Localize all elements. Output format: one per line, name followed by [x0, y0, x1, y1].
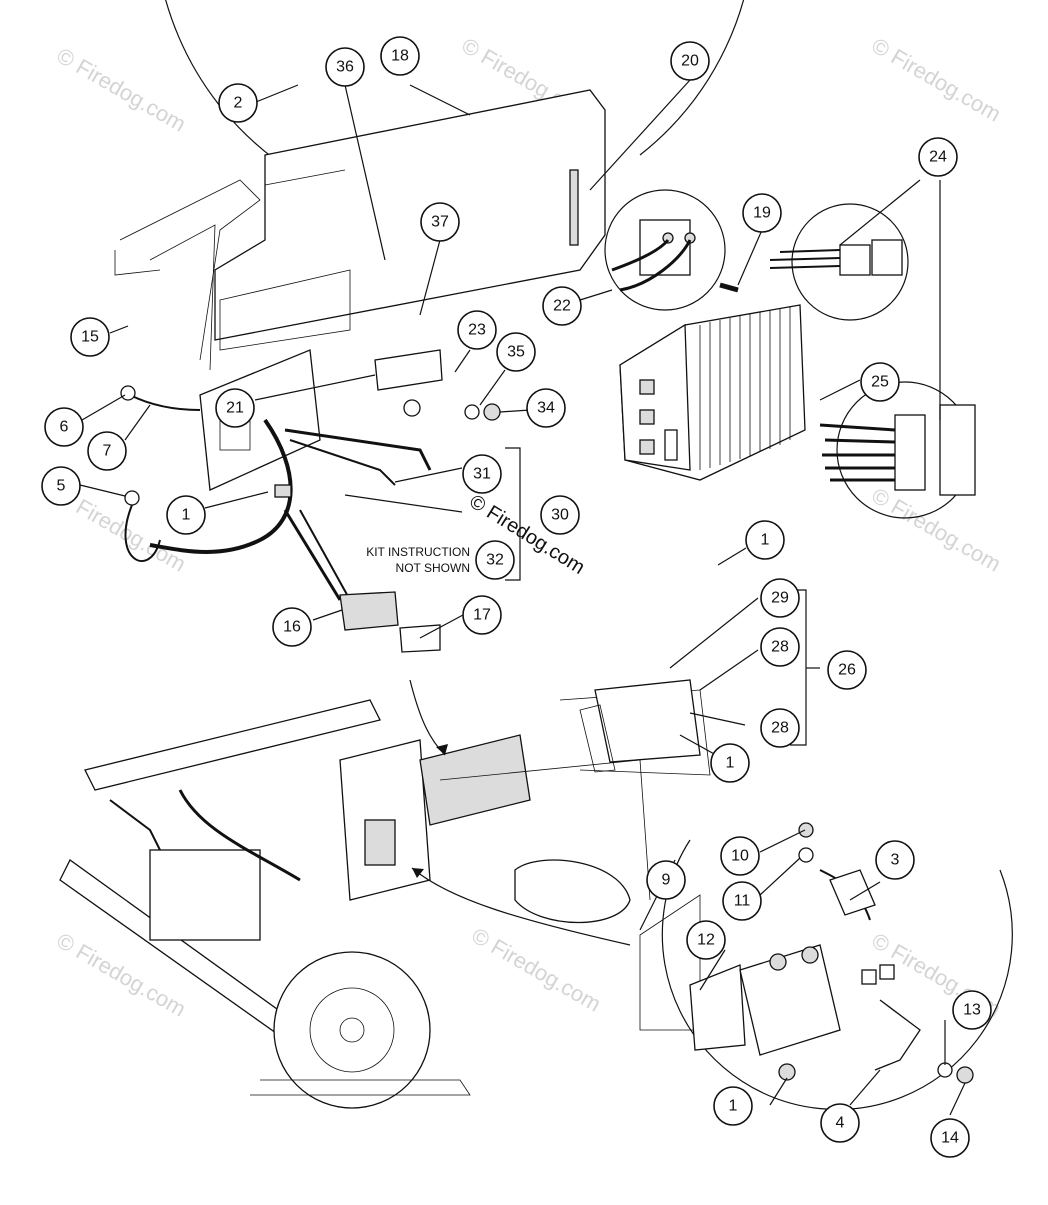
svg-text:35: 35	[507, 344, 525, 361]
svg-text:25: 25	[871, 374, 889, 391]
svg-text:6: 6	[60, 419, 69, 436]
svg-text:2: 2	[234, 95, 243, 112]
detail-circle-solenoid	[639, 822, 1013, 1111]
svg-text:1: 1	[726, 755, 735, 772]
callout-37: 37	[420, 202, 460, 242]
svg-text:1: 1	[761, 532, 770, 549]
arrow-solenoid-head	[412, 868, 424, 878]
svg-text:12: 12	[697, 932, 715, 949]
watermark-7: © Firedog.com	[468, 923, 606, 1017]
callout-5: 5	[41, 466, 81, 506]
svg-text:17: 17	[473, 607, 491, 624]
svg-text:7: 7	[103, 443, 112, 460]
callout-20: 20	[670, 41, 710, 81]
callout-21: 21	[215, 388, 255, 428]
callouts: 2 36 18 20 24 19 37 22 15 23 35 34 21 25…	[41, 36, 992, 1158]
note-not-shown: NOT SHOWN	[396, 561, 470, 575]
callout-3: 3	[875, 840, 915, 880]
svg-text:13: 13	[963, 1002, 981, 1019]
frame-outline	[114, 179, 261, 371]
callout-17: 17	[462, 595, 502, 635]
callout-1d: 1	[713, 1086, 753, 1126]
svg-text:20: 20	[681, 53, 699, 70]
callout-30: 30	[540, 495, 580, 535]
svg-text:5: 5	[57, 478, 66, 495]
callout-24: 24	[918, 137, 958, 177]
svg-text:21: 21	[226, 400, 244, 417]
callout-32: 32	[475, 540, 515, 580]
callout-31: 31	[462, 454, 502, 494]
svg-text:1: 1	[182, 507, 191, 524]
svg-text:10: 10	[731, 848, 749, 865]
callout-35: 35	[496, 332, 536, 372]
mounting-plate	[214, 89, 606, 351]
svg-text:24: 24	[929, 149, 947, 166]
svg-text:9: 9	[662, 872, 671, 889]
svg-text:11: 11	[734, 893, 751, 910]
callout-34: 34	[526, 388, 566, 428]
svg-text:36: 36	[336, 59, 354, 76]
svg-text:4: 4	[836, 1115, 845, 1132]
svg-text:3: 3	[891, 852, 900, 869]
svg-text:29: 29	[771, 590, 789, 607]
svg-text:19: 19	[753, 205, 771, 222]
callout-6: 6	[44, 407, 84, 447]
callout-28a: 28	[760, 627, 800, 667]
svg-text:23: 23	[468, 322, 486, 339]
callout-36: 36	[325, 47, 365, 87]
callout-7: 7	[87, 431, 127, 471]
callout-23: 23	[457, 310, 497, 350]
svg-text:16: 16	[283, 619, 301, 636]
watermark-5: © Firedog.com	[868, 483, 1006, 577]
svg-text:1: 1	[729, 1098, 738, 1115]
callout-15: 15	[70, 317, 110, 357]
callout-9: 9	[646, 860, 686, 900]
callout-18: 18	[380, 36, 420, 76]
leader-lines	[79, 79, 966, 1116]
callout-29: 29	[760, 578, 800, 618]
svg-text:14: 14	[941, 1130, 959, 1147]
callout-19: 19	[742, 193, 782, 233]
callout-12: 12	[686, 920, 726, 960]
svg-text:37: 37	[431, 214, 449, 231]
callout-4: 4	[820, 1103, 860, 1143]
arrow-main-head	[436, 744, 448, 755]
vehicle-chassis	[59, 679, 711, 1109]
svg-text:34: 34	[537, 400, 555, 417]
callout-25: 25	[860, 362, 900, 402]
svg-text:30: 30	[551, 507, 569, 524]
callout-16: 16	[272, 607, 312, 647]
callout-11: 11	[722, 881, 762, 921]
svg-text:28: 28	[771, 720, 789, 737]
callout-10: 10	[720, 836, 760, 876]
svg-text:22: 22	[553, 298, 571, 315]
callout-13: 13	[952, 990, 992, 1030]
harness-plate	[120, 349, 501, 653]
svg-text:18: 18	[391, 48, 409, 65]
svg-text:31: 31	[473, 466, 491, 483]
callout-1a: 1	[166, 495, 206, 535]
detail-circle-24	[769, 203, 909, 321]
watermark-3: © Firedog.com	[868, 33, 1006, 127]
callout-26: 26	[827, 650, 867, 690]
svg-text:15: 15	[81, 329, 99, 346]
detail-circle-22	[604, 189, 739, 311]
detail-circle-connector	[819, 381, 976, 519]
callout-22: 22	[542, 286, 582, 326]
svg-text:26: 26	[838, 662, 856, 679]
callout-14: 14	[930, 1118, 970, 1158]
motor-controller	[619, 304, 806, 481]
callout-1b: 1	[745, 520, 785, 560]
watermark-1: © Firedog.com	[53, 43, 191, 137]
svg-text:28: 28	[771, 639, 789, 656]
callout-1c: 1	[710, 743, 750, 783]
svg-text:32: 32	[486, 552, 504, 569]
arrow-solenoid	[411, 867, 631, 946]
callout-2: 2	[218, 83, 258, 123]
callout-28b: 28	[760, 708, 800, 748]
note-kit-instruction: KIT INSTRUCTION	[366, 545, 470, 559]
bracket-30	[505, 447, 521, 581]
